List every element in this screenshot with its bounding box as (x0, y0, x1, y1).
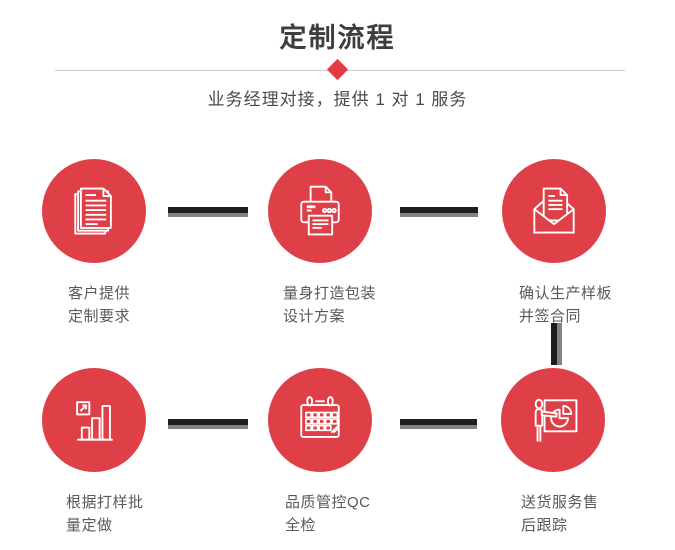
connector-step2-step3 (400, 207, 478, 217)
printer-icon (300, 185, 340, 236)
step-4-label-line2: 量定做 (66, 517, 113, 534)
step-3-label-line1: 确认生产样板 (519, 285, 613, 302)
step-2-label-line2: 设计方案 (283, 308, 346, 325)
step-4-label: 根据打样批 量定做 (66, 491, 144, 537)
step-2-label-line1: 量身打造包装 (283, 285, 377, 302)
step-6-circle (501, 368, 605, 472)
step-5-circle (268, 368, 372, 472)
step-4-label-line1: 根据打样批 (66, 494, 144, 511)
step-6-label-line1: 送货服务售 (521, 494, 599, 511)
documents-icon (74, 187, 112, 235)
step-6-label: 送货服务售 后跟踪 (521, 491, 599, 537)
step-2-label: 量身打造包装 设计方案 (283, 282, 376, 328)
connector-step5-step6 (400, 419, 477, 429)
step-1-circle (42, 159, 146, 263)
step-2-circle (268, 159, 372, 263)
section-subtitle: 业务经理对接，提供 1 对 1 服务 (207, 90, 468, 109)
step-3-label-line2: 并签合同 (519, 308, 582, 325)
step-5-label: 品质管控QC 全检 (285, 491, 371, 537)
step-6-label-line2: 后跟踪 (521, 517, 568, 534)
step-3-label: 确认生产样板 并签合同 (519, 282, 612, 328)
connector-step1-step2 (168, 207, 248, 217)
bar-chart-icon (76, 401, 113, 441)
presentation-icon (534, 398, 578, 442)
envelope-icon (533, 187, 575, 234)
connector-step3-step6 (551, 323, 562, 365)
connector-step4-step5 (168, 419, 248, 429)
step-3-circle (502, 159, 606, 263)
step-4-circle (42, 368, 146, 472)
step-5-label-line1: 品质管控QC (285, 494, 371, 511)
step-1-label-line1: 客户提供 (68, 285, 131, 302)
diamond-icon (326, 58, 349, 81)
step-5-label-line2: 全检 (285, 517, 317, 534)
step-1-label: 客户提供 定制要求 (68, 282, 130, 328)
section-title: 定制流程 (279, 23, 396, 53)
step-1-label-line2: 定制要求 (68, 308, 131, 325)
calendar-icon (300, 396, 340, 438)
